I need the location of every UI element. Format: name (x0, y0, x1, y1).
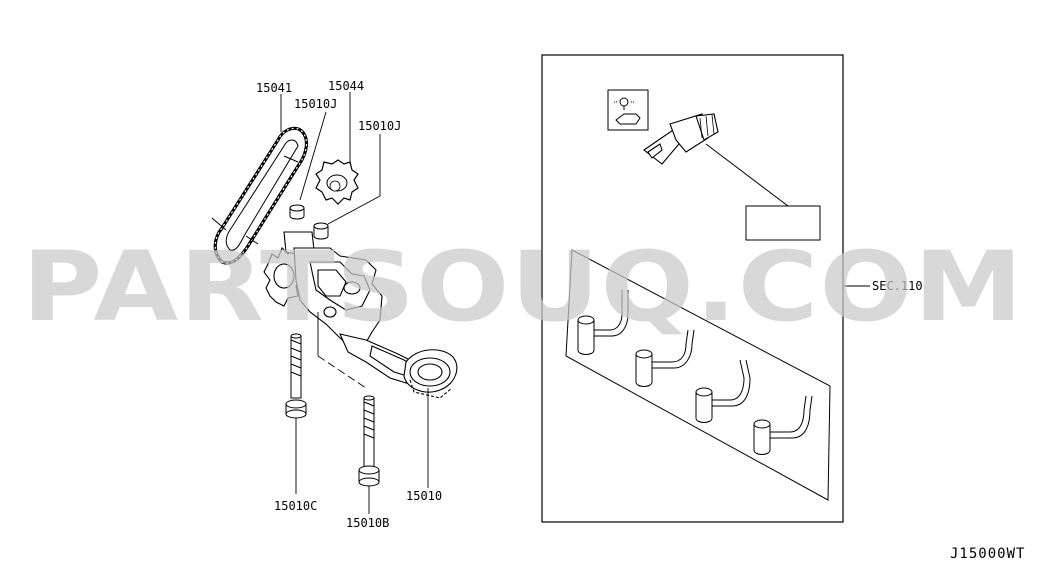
label-bushing-right: 15010J (358, 119, 401, 133)
watermark-text: PARTSOUQ.COM (22, 231, 1024, 343)
oil-pressure-warning-icon (607, 89, 649, 131)
label-sprocket: 15044 (328, 79, 364, 93)
oil-jet-pipe-icon[interactable] (577, 290, 813, 455)
label-bolt-left: 15010C (274, 499, 317, 513)
leader-lines (280, 92, 429, 514)
bushing-upper[interactable] (289, 204, 305, 220)
timing-chain[interactable] (211, 126, 309, 265)
label-bushing-upper: 15010J (294, 97, 337, 111)
oil-jet-group-outline (565, 249, 831, 501)
label-section-ref: SEC.110 (872, 279, 923, 293)
oil-pressure-switch-icon[interactable] (643, 113, 719, 165)
oil-pump-body[interactable] (263, 231, 458, 399)
label-chain: 15041 (256, 81, 292, 95)
bolt-right[interactable] (358, 395, 380, 487)
switch-leader-line (705, 143, 789, 207)
label-bolt-right: 15010B (346, 516, 389, 530)
switch-part-number-box (745, 205, 821, 241)
oil-pump-sprocket[interactable] (315, 159, 359, 205)
section-reference-panel (541, 54, 844, 523)
drawing-code: J15000WT (950, 546, 1025, 562)
bushing-right[interactable] (313, 222, 329, 240)
label-oil-pump: 15010 (406, 489, 442, 503)
bolt-left[interactable] (285, 333, 307, 419)
